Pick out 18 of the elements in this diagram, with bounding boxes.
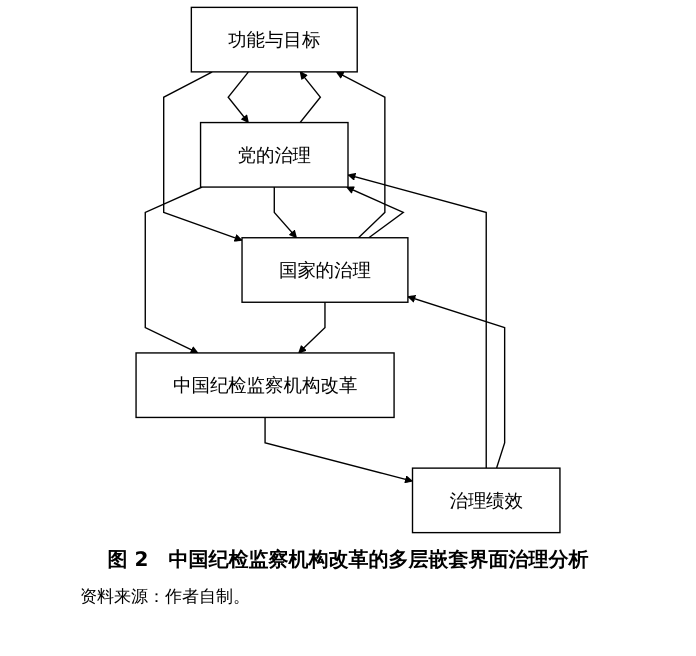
arrow (163, 71, 242, 242)
figure-caption: 图 2 中国纪检监察机构改革的多层嵌套界面治理分析 (108, 546, 588, 573)
arrow (298, 302, 326, 354)
arrow (227, 71, 250, 123)
node-box: 党的治理 (200, 122, 349, 188)
arrow (348, 172, 487, 468)
source-note: 资料来源：作者自制。 (80, 586, 250, 608)
node-box: 功能与目标 (190, 6, 358, 73)
node-box: 治理绩效 (412, 467, 561, 534)
arrow (346, 186, 405, 238)
arrow (264, 417, 413, 484)
arrow (336, 72, 386, 238)
node-box: 国家的治理 (241, 237, 409, 303)
arrow (144, 186, 202, 354)
arrow (274, 187, 297, 238)
node-box: 中国纪检监察机构改革 (135, 352, 395, 418)
arrow (300, 72, 322, 123)
arrow (408, 294, 506, 468)
